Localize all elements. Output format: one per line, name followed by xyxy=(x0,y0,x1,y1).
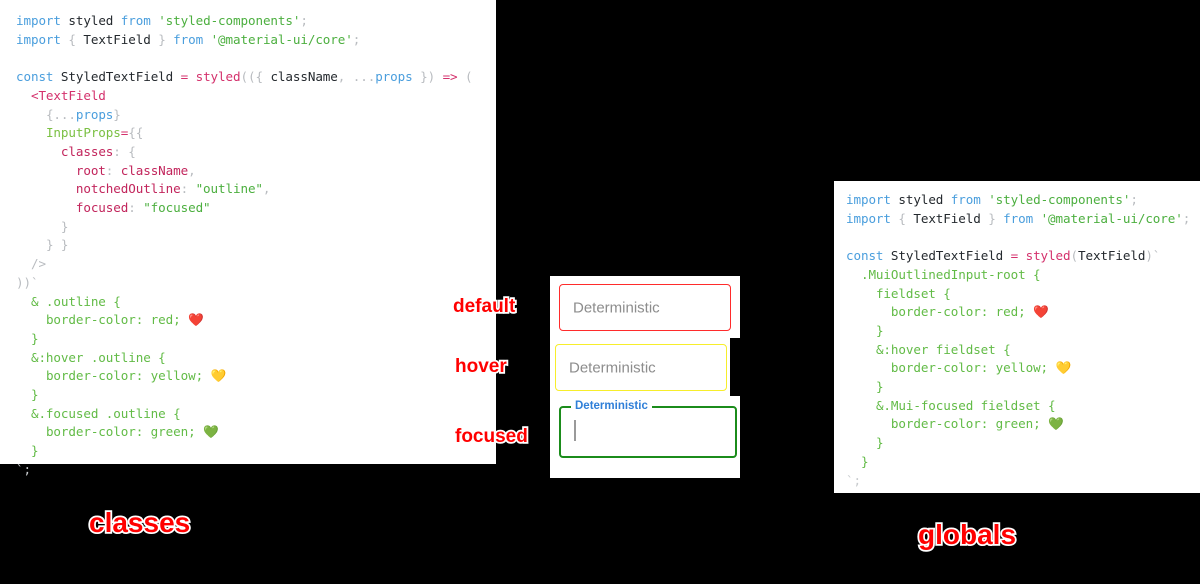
code-line: border-color: green; 💚 xyxy=(45,424,219,440)
code-block-classes: import styled from 'styled-components'; i… xyxy=(16,12,473,480)
code-line: &:hover .outline { xyxy=(30,349,166,365)
textfield-focused[interactable]: Deterministic xyxy=(559,400,737,458)
code-line: classes: { xyxy=(60,143,136,159)
code-line: } xyxy=(875,435,884,451)
demo-card-hover: Deterministic xyxy=(550,338,730,396)
annotation-hover: hover xyxy=(453,354,508,379)
textfield-default-label: Deterministic xyxy=(573,299,660,316)
annotation-focused: focused xyxy=(453,424,529,449)
code-line: ))` xyxy=(16,274,39,290)
code-line: {...props} xyxy=(45,106,121,122)
code-line: `; xyxy=(16,461,31,477)
code-line: focused: "focused" xyxy=(75,200,211,216)
code-line: } xyxy=(875,379,884,395)
text-cursor-icon xyxy=(574,420,576,441)
code-line xyxy=(846,228,1190,247)
code-line: InputProps={{ xyxy=(45,125,144,141)
code-line: root: className, xyxy=(75,162,196,178)
textfield-hover[interactable]: Deterministic xyxy=(555,344,727,391)
code-line: } xyxy=(30,443,39,459)
code-line: border-color: yellow; 💛 xyxy=(45,368,227,384)
code-line: &.focused .outline { xyxy=(30,405,181,421)
code-line: &:hover fieldset { xyxy=(875,341,1011,357)
code-line: <TextField xyxy=(30,87,106,103)
code-line: const StyledTextField = styled(TextField… xyxy=(846,248,1161,264)
code-line: notchedOutline: "outline", xyxy=(75,181,271,197)
code-panel-globals: import styled from 'styled-components'; i… xyxy=(834,181,1200,493)
code-line: } xyxy=(30,330,39,346)
code-line: import styled from 'styled-components'; xyxy=(846,192,1138,207)
code-line: } xyxy=(860,453,869,469)
code-line: /> xyxy=(30,256,46,272)
code-line: } } xyxy=(45,237,69,253)
textfield-hover-label: Deterministic xyxy=(569,359,656,376)
code-line: fieldset { xyxy=(875,285,951,301)
code-line: .MuiOutlinedInput-root { xyxy=(860,266,1041,282)
caption-classes: classes xyxy=(87,505,192,540)
demo-card-default: Deterministic xyxy=(550,276,740,338)
code-line: border-color: red; ❤️ xyxy=(890,304,1049,320)
code-line: import { TextField } from '@material-ui/… xyxy=(846,210,1191,226)
code-line: import { TextField } from '@material-ui/… xyxy=(16,31,361,47)
code-line: const StyledTextField = styled(({ classN… xyxy=(16,69,473,85)
code-line: & .outline { xyxy=(30,293,121,309)
code-line: border-color: yellow; 💛 xyxy=(890,360,1072,376)
code-line: &.Mui-focused fieldset { xyxy=(875,397,1056,413)
textfield-focused-floating-label: Deterministic xyxy=(571,400,652,412)
code-line xyxy=(16,49,473,68)
code-block-globals: import styled from 'styled-components'; i… xyxy=(846,191,1190,490)
annotation-default: default xyxy=(451,294,517,319)
code-line: import styled from 'styled-components'; xyxy=(16,13,308,28)
textfield-default[interactable]: Deterministic xyxy=(559,284,731,331)
code-line: border-color: green; 💚 xyxy=(890,416,1064,432)
code-line: } xyxy=(60,218,69,234)
code-line: `; xyxy=(846,472,861,488)
code-line: } xyxy=(30,387,39,403)
code-line: } xyxy=(875,322,884,338)
code-panel-classes: import styled from 'styled-components'; i… xyxy=(0,0,496,477)
caption-globals: globals xyxy=(916,517,1018,552)
demo-card-focused: Deterministic xyxy=(550,396,740,478)
code-line: border-color: red; ❤️ xyxy=(45,312,204,328)
